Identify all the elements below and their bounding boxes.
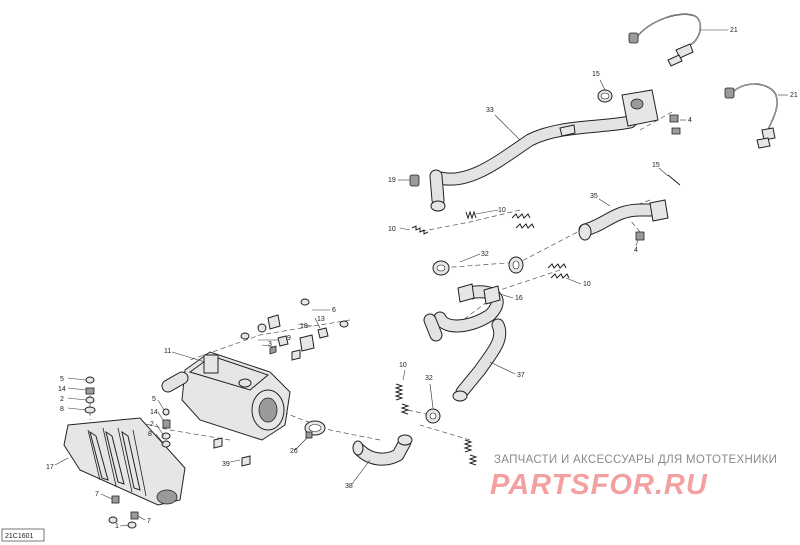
callout-16: 16 [515,295,523,302]
callout-14-left: 14 [58,386,66,393]
y-pipe-37 [423,283,507,402]
callout-15-upper: 15 [592,71,600,78]
watermark-brand: PARTSFOR.RU [490,469,708,501]
callout-5-left: 5 [60,376,64,383]
callout-17: 17 [46,464,54,471]
callout-4-upper: 4 [688,117,692,124]
callout-26: 26 [290,448,298,455]
watermark: ЗАПЧАСТИ И АКСЕССУАРЫ ДЛЯ МОТОТЕХНИКИ PA… [490,454,777,501]
callout-7-left: 7 [95,491,99,498]
callout-3: 3 [268,341,272,348]
callout-35: 35 [590,193,598,200]
callout-18: 18 [300,323,308,330]
callout-37: 37 [517,372,525,379]
callout-5-right: 5 [152,396,156,403]
callout-38: 38 [345,483,353,490]
callout-2-left: 2 [60,396,64,403]
muffler-11 [161,351,291,441]
callout-8-right: 8 [148,431,152,438]
header-pipe-35 [578,174,681,241]
clamp-26 [304,420,326,439]
shield-hardware [84,376,171,529]
header-pipe-33 [409,89,681,212]
callout-11: 11 [164,348,171,355]
callout-10-d: 10 [399,362,407,369]
oxygen-sensor-lower [724,83,778,149]
callout-7-right: 7 [147,518,151,525]
reference-code-label: 21C1601 [1,528,45,542]
heat-shield-17 [63,417,186,506]
callout-10-c: 10 [583,281,591,288]
watermark-tagline: ЗАПЧАСТИ И АКСЕССУАРЫ ДЛЯ МОТОТЕХНИКИ [494,454,777,466]
callout-8-left: 8 [60,406,64,413]
springs [394,210,570,466]
assembly-guide-lines [89,111,673,441]
callout-2-right: 2 [150,421,154,428]
hardware-stack [240,298,349,361]
callout-14-right: 14 [150,409,158,416]
callout-33: 33 [486,107,494,114]
reference-code: 21C1601 [5,533,34,540]
callout-32-lower: 32 [425,375,433,382]
callout-10-a: 10 [498,207,506,214]
callout-19: 19 [388,177,396,184]
callout-21-lower: 21 [790,92,798,99]
callout-6: 6 [332,307,336,314]
oxygen-sensor-upper [628,13,702,67]
callout-4-lower: 4 [634,247,638,254]
callout-numbers: 21 21 15 33 19 4 15 35 4 10 10 32 10 16 … [46,27,798,530]
callout-21-upper: 21 [730,27,738,34]
callout-39: 39 [222,461,230,468]
callout-15-lower: 15 [652,162,660,169]
gaskets [425,256,524,424]
link-pipe-38 [352,434,413,466]
callout-10-b: 10 [388,226,396,233]
rubber-mounts [213,437,251,467]
callout-13: 13 [317,316,325,323]
callout-9: 9 [287,335,291,342]
leader-lines [54,29,788,527]
callout-1: 1 [115,523,119,530]
callout-32-upper: 32 [481,251,489,258]
